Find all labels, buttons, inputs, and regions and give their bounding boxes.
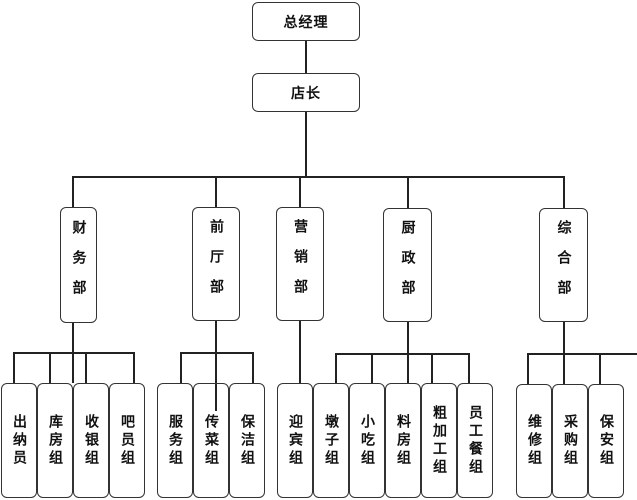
group-label: 传菜组: [201, 413, 221, 468]
connector-line: [468, 353, 470, 383]
connector-line: [407, 176, 409, 208]
connector-line: [49, 352, 51, 383]
store-manager-box: 店长: [252, 73, 360, 112]
group-box: 维修组: [516, 384, 552, 498]
group-bus-line: [180, 352, 252, 354]
group-label: 员工餐组: [467, 404, 483, 477]
department-box-front: 前厅部: [192, 207, 240, 321]
group-box: 库房组: [37, 383, 73, 498]
group-bus-line: [335, 353, 469, 355]
group-label: 迎宾组: [287, 413, 303, 468]
group-box: 收银组: [73, 383, 109, 498]
connector-line: [305, 112, 307, 176]
group-label: 粗加工组: [431, 404, 447, 477]
department-label: 财务部: [70, 220, 87, 310]
connector-line: [305, 41, 307, 73]
connector-line: [527, 353, 529, 384]
group-label: 吧员组: [119, 413, 135, 468]
group-label: 保安组: [598, 414, 614, 468]
connector-line: [431, 353, 433, 383]
connector-line: [299, 176, 301, 207]
department-box-sales: 营销部: [276, 207, 324, 321]
group-box: 员工餐组: [457, 383, 493, 498]
connector-line: [72, 176, 74, 207]
connector-line: [72, 323, 74, 353]
connector-line: [407, 322, 409, 383]
group-label: 出纳员: [11, 413, 27, 468]
general-manager-label: 总经理: [283, 14, 329, 31]
group-label: 库房组: [47, 413, 63, 468]
group-label: 收银组: [83, 413, 99, 468]
department-label: 综合部: [555, 220, 572, 310]
group-box: 服务组: [157, 383, 193, 498]
group-box: 粗加工组: [421, 383, 457, 498]
department-box-kitchen: 厨政部: [383, 208, 432, 322]
group-label: 小吃组: [359, 413, 375, 468]
connector-line: [180, 352, 182, 383]
group-label: 采购组: [562, 414, 578, 468]
department-bus-line: [72, 176, 564, 178]
connector-line: [215, 176, 217, 207]
group-box: 吧员组: [109, 383, 145, 498]
connector-line: [215, 321, 217, 411]
group-bus-line: [527, 353, 637, 355]
connector-line: [133, 352, 135, 383]
group-label: 料房组: [395, 413, 411, 468]
connector-line: [599, 353, 601, 384]
store-manager-label: 店长: [291, 85, 321, 102]
group-box: 墩子组: [313, 383, 349, 498]
group-box: 出纳员: [1, 383, 37, 498]
connector-line: [72, 352, 74, 383]
group-label: 保洁组: [239, 413, 255, 468]
group-label: 维修组: [526, 414, 542, 468]
group-box: 小吃组: [349, 383, 385, 498]
group-box: 料房组: [385, 383, 421, 498]
connector-line: [252, 352, 254, 383]
department-box-general: 综合部: [539, 208, 588, 322]
department-label: 营销部: [292, 219, 308, 309]
connector-line: [299, 321, 301, 383]
group-label: 墩子组: [323, 413, 339, 468]
group-box: 传菜组: [193, 383, 229, 498]
connector-line: [85, 352, 87, 383]
connector-line: [371, 353, 373, 383]
department-label: 前厅部: [208, 219, 224, 309]
general-manager-box: 总经理: [252, 2, 360, 41]
group-label: 服务组: [167, 413, 183, 468]
connector-line: [563, 176, 565, 208]
group-box: 保洁组: [229, 383, 265, 498]
group-box: 采购组: [552, 384, 588, 498]
connector-line: [335, 353, 337, 383]
group-box: 保安组: [588, 384, 624, 498]
department-box-finance: 财务部: [60, 207, 97, 323]
department-label: 厨政部: [399, 220, 416, 310]
group-box: 迎宾组: [277, 383, 313, 498]
connector-line: [13, 352, 15, 383]
